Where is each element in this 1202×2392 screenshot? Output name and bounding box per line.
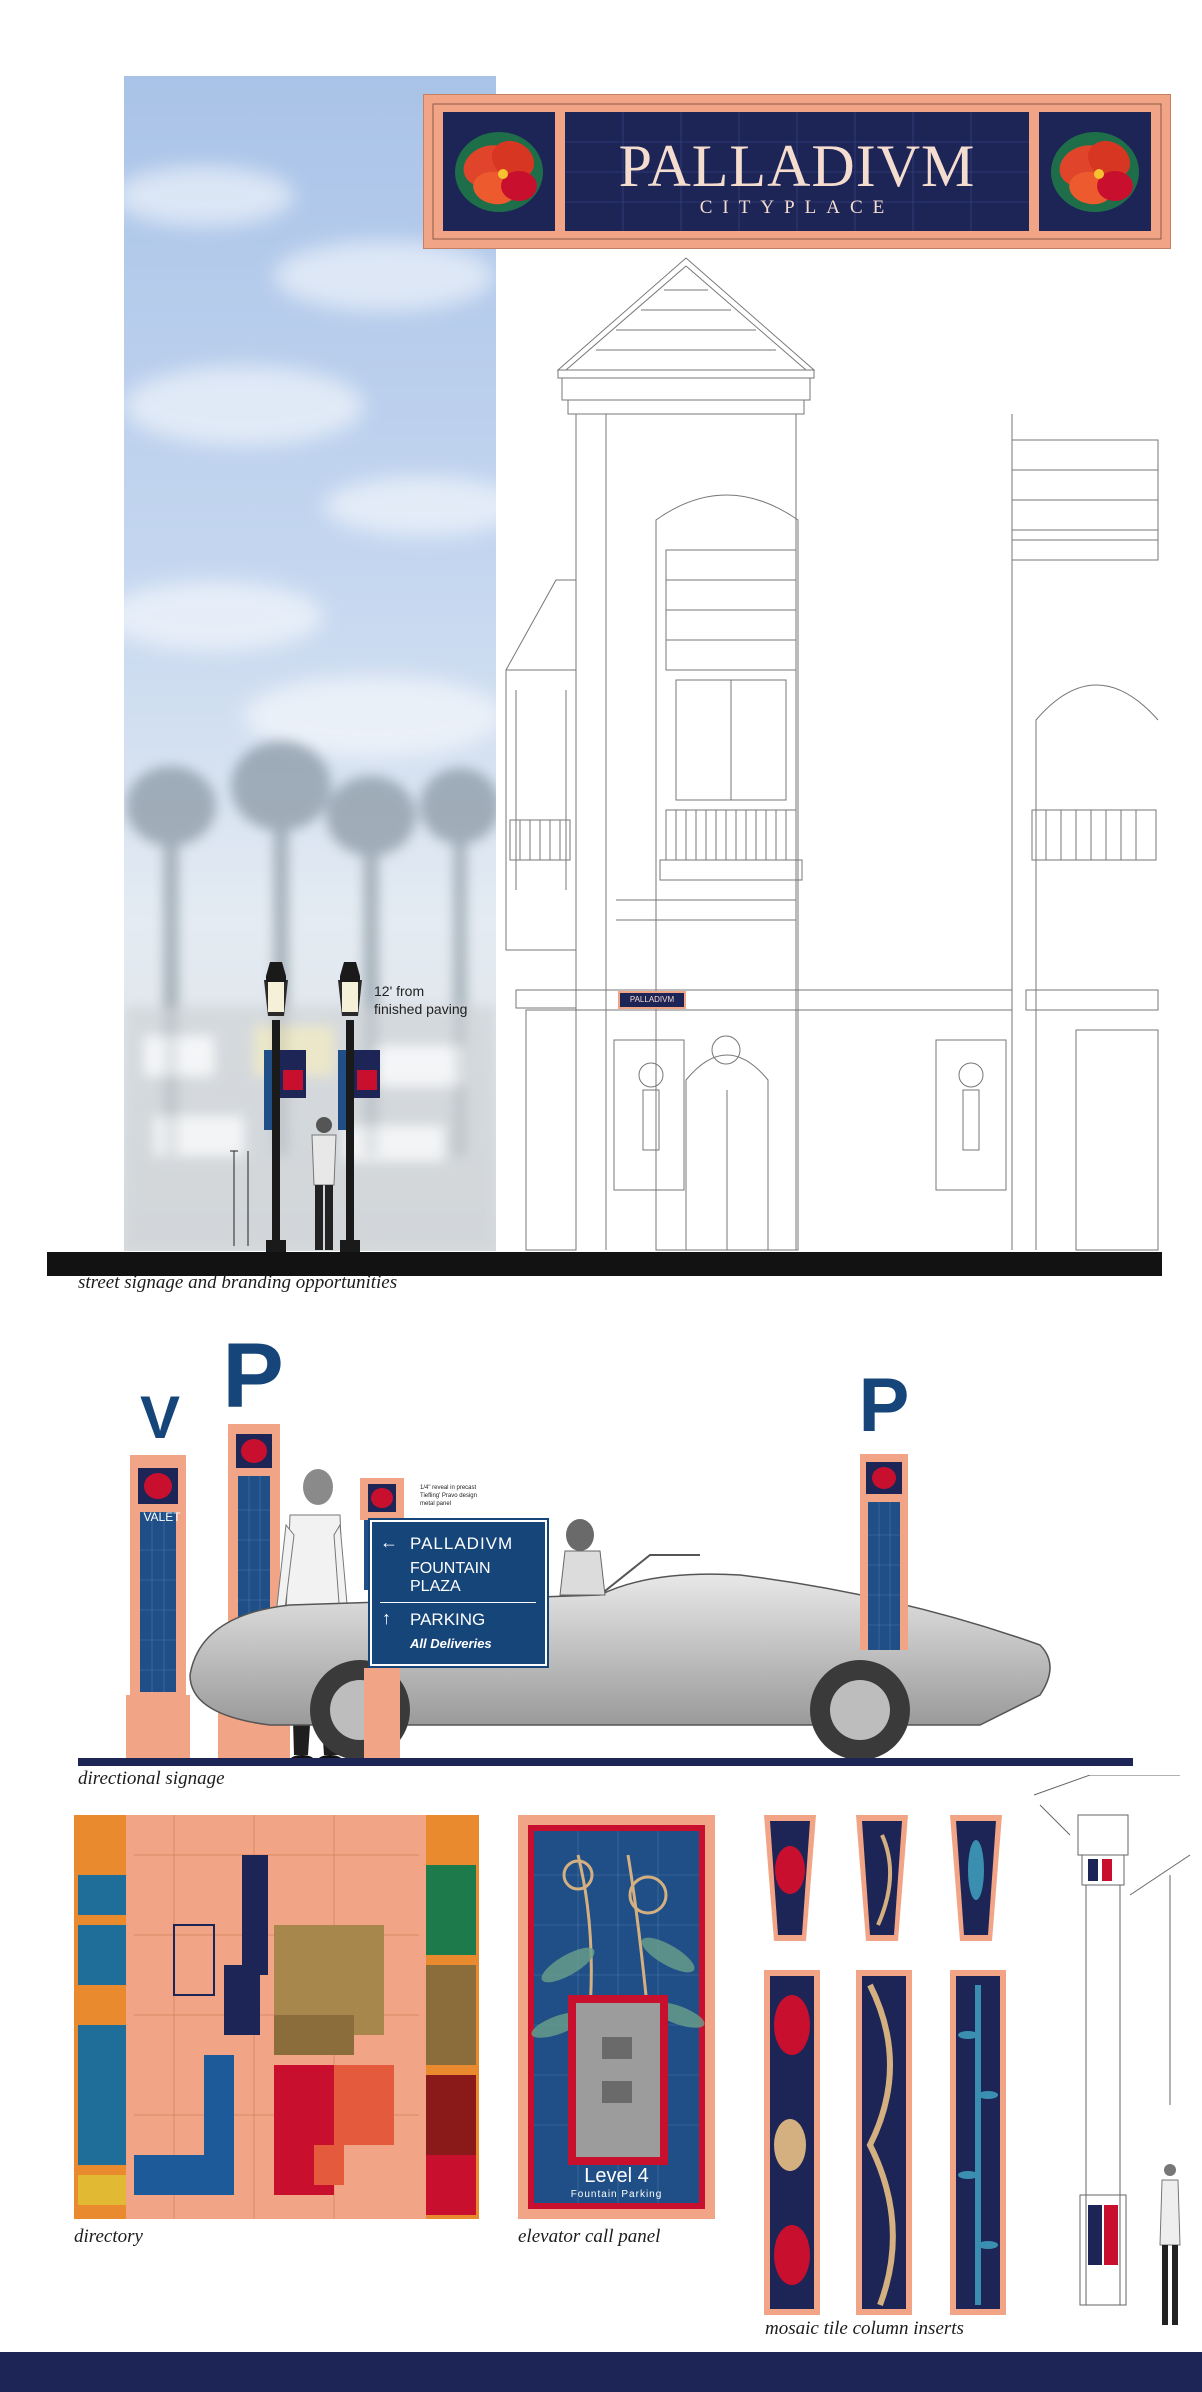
- sky-photo-panel: [124, 76, 496, 1251]
- sign-note-line3: metal panel: [420, 1501, 452, 1507]
- logo-name: PALLADIVM: [619, 133, 976, 199]
- sign-line1: PALLADIVM: [410, 1534, 514, 1553]
- height-note: 12' from finished paving: [374, 982, 467, 1018]
- parking-pylon-right: [860, 1454, 908, 1650]
- directory-caption: directory: [74, 2226, 143, 2247]
- elevator-level: Level 4: [584, 2165, 649, 2187]
- elevator-sublabel: Fountain Parking: [570, 2189, 663, 2200]
- sign-line5: All Deliveries: [410, 1636, 492, 1651]
- lamp-posts: [264, 962, 380, 1254]
- ground-bar: [47, 1252, 1162, 1276]
- sign-line2: FOUNTAIN: [410, 1560, 491, 1577]
- building-elevation: [505, 257, 1159, 1251]
- sign-line3: PLAZA: [410, 1578, 461, 1595]
- wall-sign: PALLADIVM: [618, 991, 686, 1009]
- directional-caption: directional signage: [78, 1768, 225, 1789]
- arrow-left-icon: ←: [380, 1532, 398, 1552]
- parking-letter-tall: P: [222, 1325, 284, 1427]
- sign-spec-note: 1/4" reveal in precast Tiefling' Pravo d…: [420, 1484, 477, 1508]
- valet-label: VALET: [143, 1510, 181, 1524]
- height-note-line1: 12' from: [374, 983, 425, 999]
- mosaic-caption: mosaic tile column inserts: [765, 2318, 964, 2339]
- elevator-call-panel: [518, 1815, 715, 2219]
- height-note-line2: finished paving: [374, 1001, 468, 1017]
- parking-letter-right: P: [858, 1363, 910, 1448]
- call-button-up[interactable]: [602, 2037, 632, 2059]
- mosaic-tile-inserts: [764, 1815, 1006, 2315]
- elevator-caption: elevator call panel: [518, 2226, 661, 2247]
- directional-sign-panel: ← PALLADIVM FOUNTAIN PLAZA ↑ PARKING All…: [370, 1520, 547, 1666]
- directional-ground-line: [78, 1758, 1133, 1766]
- street-caption: street signage and branding opportunitie…: [78, 1272, 398, 1293]
- footer-bar: [0, 2352, 1202, 2392]
- palladivm-logo-banner: PALLADIVM CITYPLACE: [423, 94, 1171, 249]
- sign-line4: PARKING: [410, 1610, 486, 1629]
- valet-letter: V: [139, 1384, 181, 1451]
- hibiscus-icon: [455, 132, 543, 212]
- sign-note-line1: 1/4" reveal in precast: [420, 1485, 477, 1491]
- directory-map: [74, 1815, 479, 2219]
- call-button-down[interactable]: [602, 2081, 632, 2103]
- hibiscus-icon: [1051, 132, 1139, 212]
- arrow-up-icon: ↑: [382, 1608, 391, 1628]
- valet-pylon: [126, 1455, 190, 1760]
- sign-note-line2: Tiefling' Pravo design: [420, 1493, 477, 1499]
- logo-subtitle: CITYPLACE: [700, 197, 895, 218]
- sign-divider: [380, 1602, 536, 1603]
- car-illustration: [189, 1519, 1051, 1760]
- column-elevation: [1033, 1775, 1191, 2325]
- person-figure: [311, 1117, 337, 1250]
